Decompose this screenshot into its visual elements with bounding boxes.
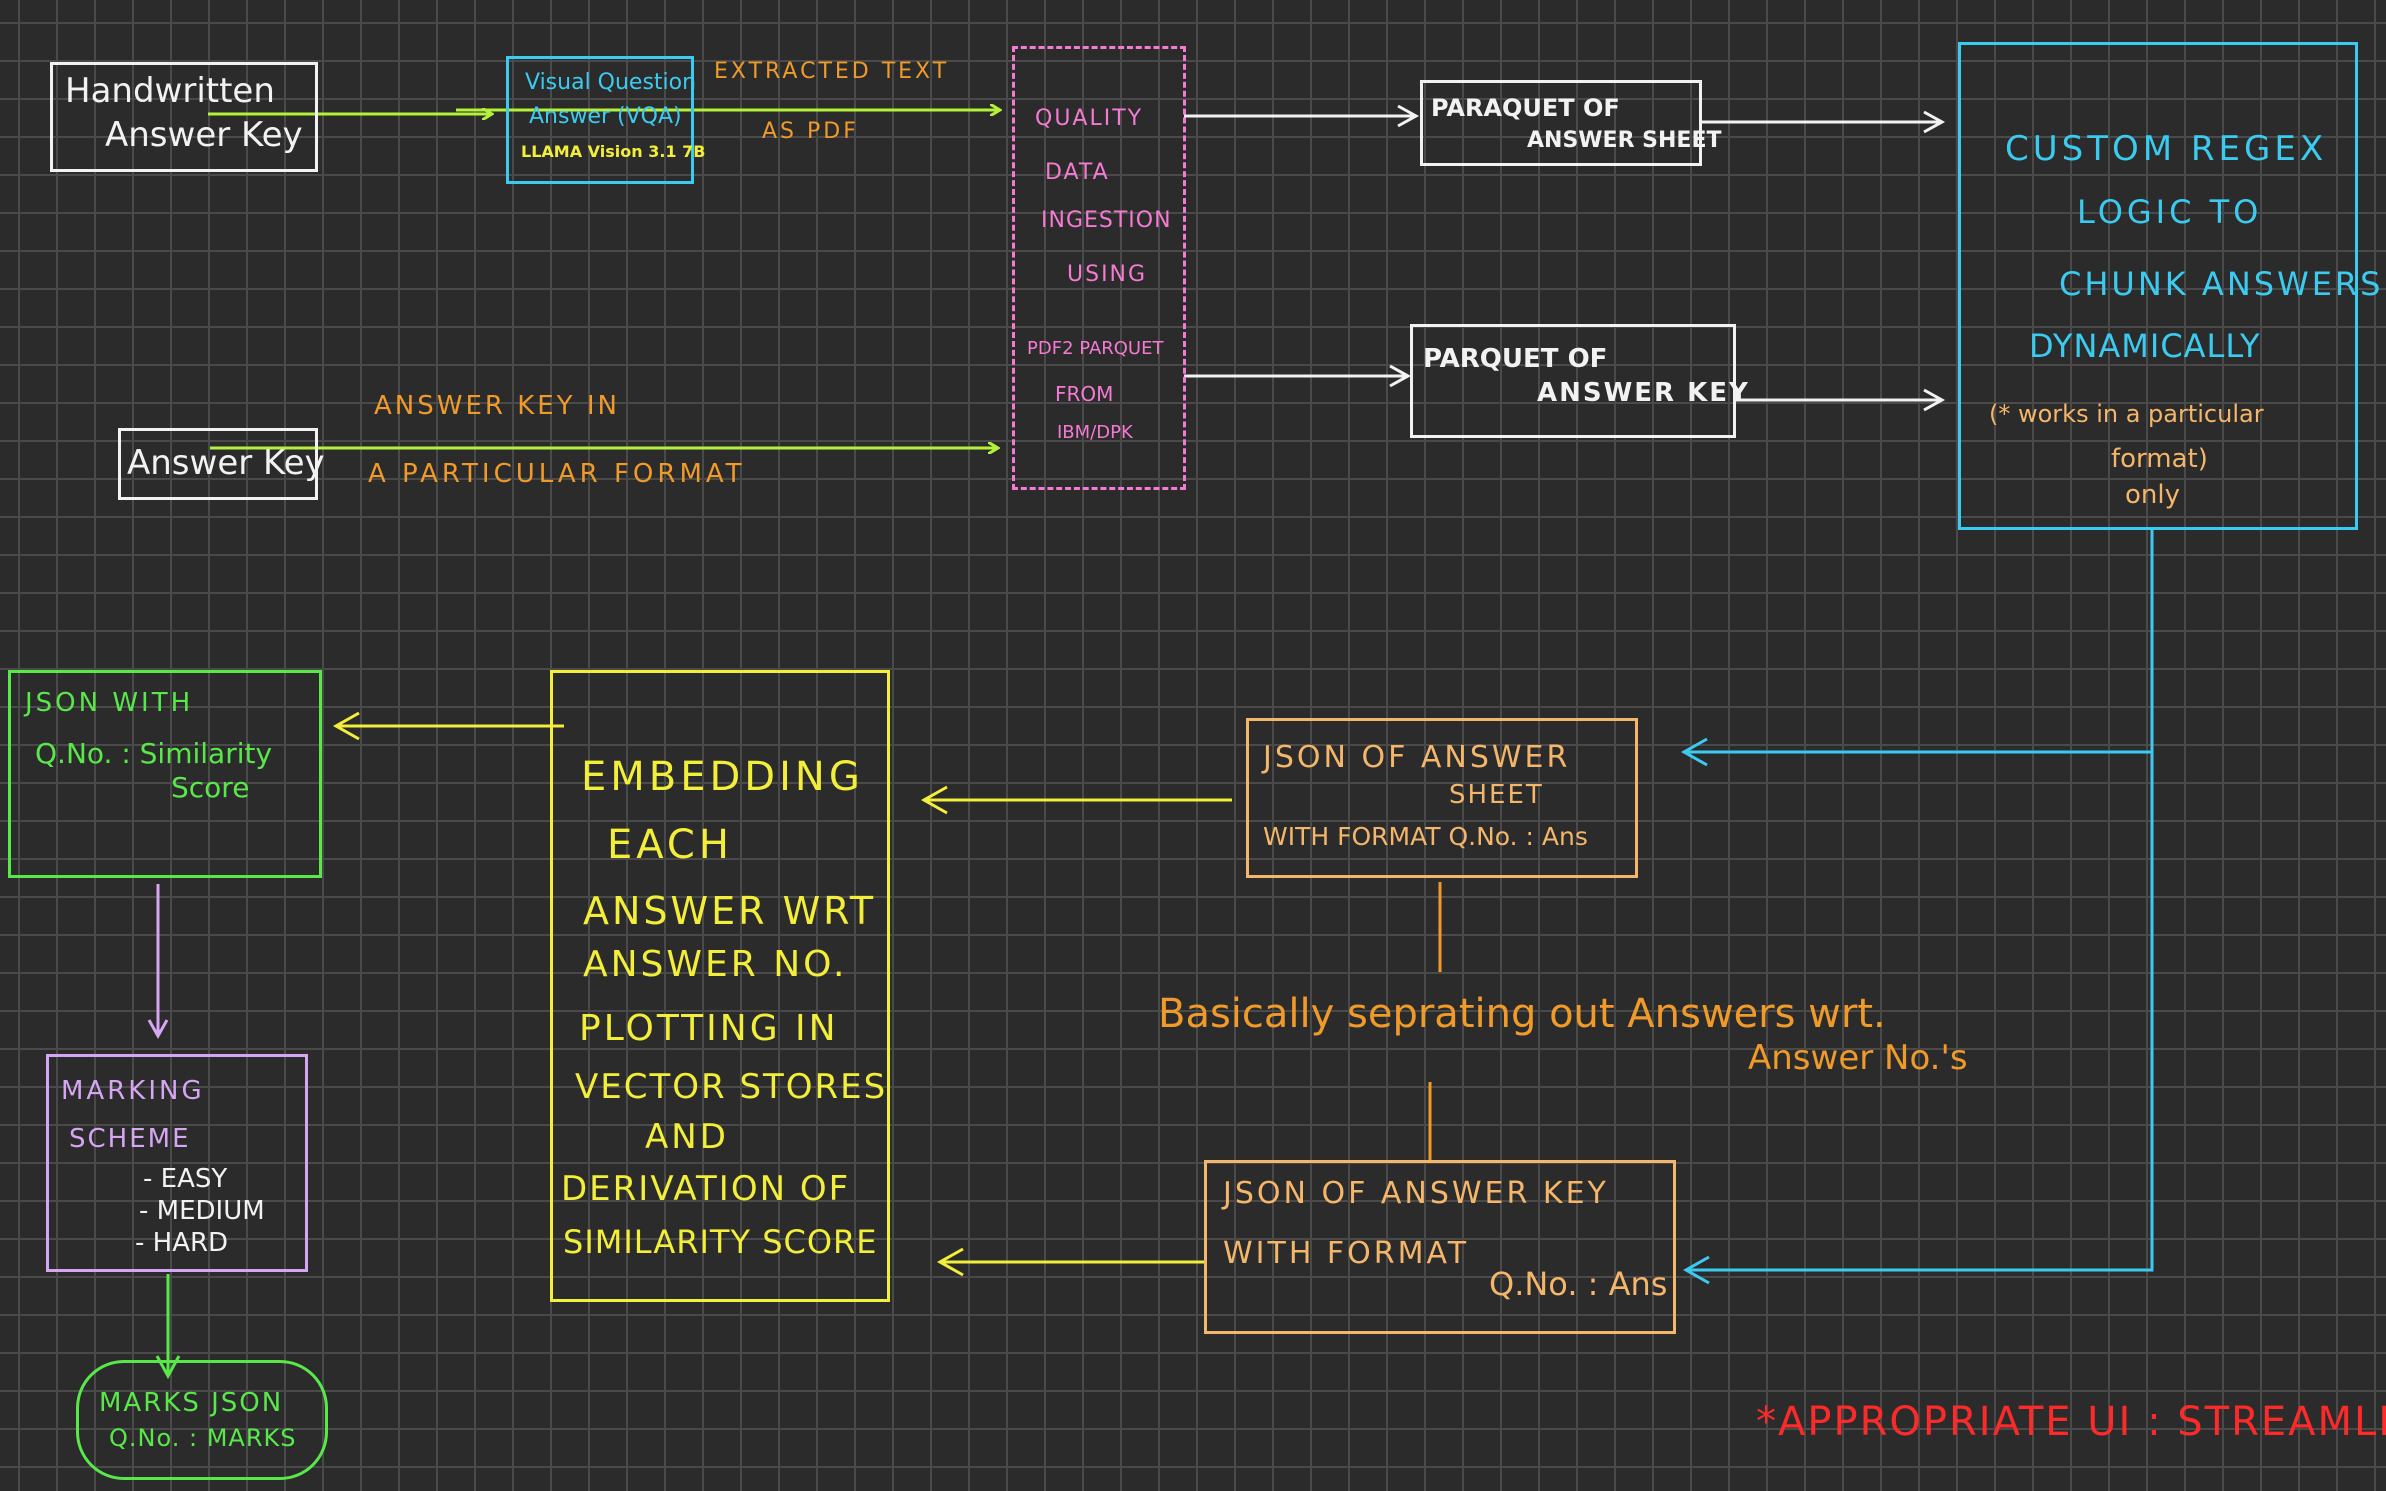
handwritten-key-line2: Answer Key bbox=[105, 115, 303, 155]
json-similarity-box: JSON WITH Q.No. : Similarity Score bbox=[8, 670, 322, 878]
vqa-line3: LLAMA Vision 3.1 7B bbox=[521, 142, 706, 161]
marking-line3: - EASY bbox=[143, 1164, 228, 1194]
json-sheet-line3: WITH FORMAT Q.No. : Ans bbox=[1263, 822, 1588, 851]
embedding-line-derivation-of: DERIVATION OF bbox=[561, 1169, 851, 1209]
embedding-line-answer-wrt: ANSWER WRT bbox=[583, 889, 877, 933]
json-answer-sheet-box: JSON OF ANSWER SHEET WITH FORMAT Q.No. :… bbox=[1246, 718, 1638, 878]
ingestion-line-data: DATA bbox=[1045, 160, 1110, 185]
json-similarity-line3: Score bbox=[171, 771, 250, 804]
json-key-line2: WITH FORMAT bbox=[1223, 1236, 1470, 1271]
parquet-key-line2: ANSWER KEY bbox=[1537, 378, 1750, 408]
regex-line-chunk-answers: CHUNK ANSWERS bbox=[2059, 265, 2384, 303]
handwritten-answer-key-box: Handwritten Answer Key bbox=[50, 62, 318, 172]
answer-key-label: Answer Key bbox=[127, 443, 325, 483]
embedding-box: EMBEDDING EACH ANSWER WRT ANSWER NO. PLO… bbox=[550, 670, 890, 1302]
parquet-key-line1: PARQUET OF bbox=[1423, 344, 1608, 374]
json-key-line1: JSON OF ANSWER KEY bbox=[1223, 1176, 1609, 1211]
marking-scheme-box: MARKING SCHEME - EASY - MEDIUM - HARD bbox=[46, 1054, 308, 1272]
separating-note-line1: Basically seprating out Answers wrt. bbox=[1158, 991, 1886, 1037]
regex-note-line3: only bbox=[2125, 480, 2180, 510]
ingestion-line-ingestion: INGESTION bbox=[1041, 208, 1172, 233]
json-key-line3: Q.No. : Ans bbox=[1489, 1265, 1668, 1303]
parquet-sheet-line2: ANSWER SHEET bbox=[1527, 128, 1722, 153]
json-similarity-line2: Q.No. : Similarity bbox=[35, 737, 273, 770]
arrow-regex-to-json-sheet bbox=[1680, 530, 2154, 767]
regex-note-line1: (* works in a particular bbox=[1989, 400, 2264, 428]
ingestion-line-using: USING bbox=[1067, 262, 1148, 287]
ingestion-line-pdf2parquet: PDF2 PARQUET bbox=[1027, 338, 1164, 359]
regex-line-dynamically: DYNAMICALLY bbox=[2029, 327, 2261, 365]
embedding-line-vector-stores: VECTOR STORES bbox=[575, 1067, 888, 1107]
answer-key-format-line1: ANSWER KEY IN bbox=[374, 391, 620, 421]
marks-json-line2: Q.No. : MARKS bbox=[109, 1424, 297, 1452]
marking-line5: - HARD bbox=[135, 1228, 229, 1258]
ingestion-line-from: FROM bbox=[1055, 382, 1114, 406]
answer-key-box: Answer Key bbox=[118, 428, 325, 500]
as-pdf-label: AS PDF bbox=[762, 119, 859, 144]
ingestion-line-ibm-dpk: IBM/DPK bbox=[1057, 422, 1133, 443]
json-answer-key-box: JSON OF ANSWER KEY WITH FORMAT Q.No. : A… bbox=[1204, 1160, 1676, 1334]
handwritten-key-line1: Handwritten bbox=[65, 71, 275, 111]
vqa-line1: Visual Question bbox=[525, 70, 697, 95]
marking-line1: MARKING bbox=[61, 1076, 205, 1106]
vqa-box: Visual Question Answer (VQA) LLAMA Visio… bbox=[506, 56, 705, 184]
data-ingestion-box: QUALITY DATA INGESTION USING PDF2 PARQUE… bbox=[1012, 46, 1186, 490]
json-sheet-line1: JSON OF ANSWER bbox=[1263, 740, 1571, 775]
embedding-line-answer-no: ANSWER NO. bbox=[583, 944, 848, 985]
ingestion-line-quality: QUALITY bbox=[1035, 106, 1144, 131]
custom-regex-box: CUSTOM REGEX LOGIC TO CHUNK ANSWERS DYNA… bbox=[1958, 42, 2380, 530]
regex-line-custom-regex: CUSTOM REGEX bbox=[2005, 129, 2328, 169]
marking-line4: - MEDIUM bbox=[139, 1196, 265, 1226]
arrow-regex-to-json-key bbox=[1682, 752, 2154, 1285]
extracted-text-label: EXTRACTED TEXT bbox=[714, 59, 950, 84]
json-sheet-line2: SHEET bbox=[1449, 780, 1544, 810]
embedding-line-each: EACH bbox=[607, 822, 733, 868]
parquet-answer-key-box: PARQUET OF ANSWER KEY bbox=[1410, 324, 1748, 438]
marks-json-cloud: MARKS JSON Q.No. : MARKS bbox=[76, 1360, 328, 1480]
embedding-line-similarity-score: SIMILARITY SCORE bbox=[563, 1223, 878, 1261]
embedding-line-plotting-in: PLOTTING IN bbox=[579, 1008, 839, 1049]
parquet-sheet-line1: PARAQUET OF bbox=[1431, 94, 1620, 122]
separating-note-line2: Answer No.'s bbox=[1748, 1038, 1968, 1078]
marks-json-line1: MARKS JSON bbox=[99, 1388, 284, 1418]
answer-key-format-line2: A PARTICULAR FORMAT bbox=[368, 459, 746, 489]
vqa-line2: Answer (VQA) bbox=[529, 104, 682, 129]
regex-note-line2: format) bbox=[2111, 444, 2208, 474]
embedding-line-and: AND bbox=[645, 1117, 729, 1157]
parquet-answer-sheet-box: PARAQUET OF ANSWER SHEET bbox=[1420, 80, 1722, 166]
regex-line-logic-to: LOGIC TO bbox=[2077, 193, 2263, 231]
embedding-line-embedding: EMBEDDING bbox=[581, 754, 864, 800]
json-similarity-line1: JSON WITH bbox=[25, 688, 194, 718]
ui-streamlit-note: *APPROPRIATE UI : STREAMLIT bbox=[1756, 1399, 2386, 1445]
marking-line2: SCHEME bbox=[69, 1124, 191, 1154]
